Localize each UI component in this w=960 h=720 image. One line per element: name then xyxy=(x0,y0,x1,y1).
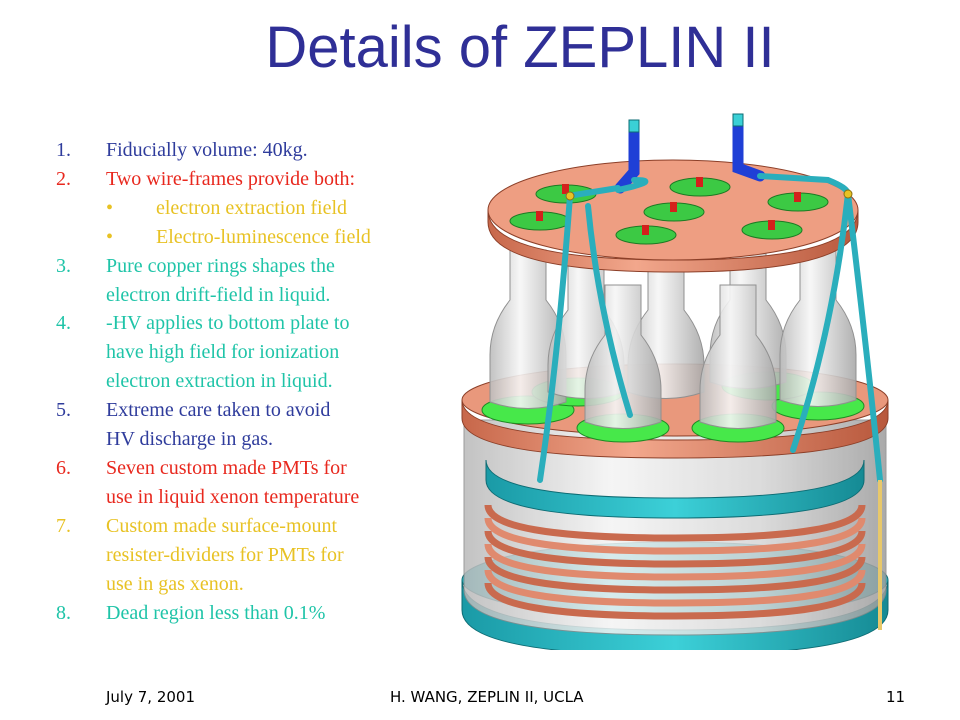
resistor-dividers xyxy=(536,177,801,235)
pmt-tubes xyxy=(489,249,857,429)
item-text: -HV applies to bottom plate to xyxy=(106,312,350,335)
item-text: use in gas xenon. xyxy=(106,572,244,595)
hv-feedthrough-pipes xyxy=(614,118,766,194)
item-number: 2. xyxy=(56,167,71,190)
item-text: electron extraction in liquid. xyxy=(106,370,333,393)
item-number: 3. xyxy=(56,254,71,277)
list-item: 6. Seven custom made PMTs for xyxy=(56,454,436,483)
item-number xyxy=(56,367,106,396)
list-item-continued: electron drift-field in liquid. xyxy=(56,281,436,310)
slide-title: Details of ZEPLIN II xyxy=(265,15,775,80)
item-text: Dead region less than 0.1% xyxy=(106,601,326,624)
footer-date: July 7, 2001 xyxy=(106,688,195,706)
list-item-continued: use in liquid xenon temperature xyxy=(56,483,436,512)
list-item: 4. -HV applies to bottom plate to xyxy=(56,309,436,338)
item-text: Two wire-frames provide both: xyxy=(106,167,356,190)
item-number xyxy=(56,338,106,367)
list-item: 2. Two wire-frames provide both: xyxy=(56,165,436,194)
list-item-continued: HV discharge in gas. xyxy=(56,425,436,454)
item-text: resister-dividers for PMTs for xyxy=(106,543,344,566)
item-number xyxy=(56,541,106,570)
list-subitem: • Electro-luminescence field xyxy=(56,223,436,252)
item-number xyxy=(56,425,106,454)
zeplin-detector-illustration xyxy=(461,113,889,650)
list-item: 8. Dead region less than 0.1% xyxy=(56,599,436,628)
list-item-continued: resister-dividers for PMTs for xyxy=(56,541,436,570)
item-text: use in liquid xenon temperature xyxy=(106,485,360,508)
item-number: 4. xyxy=(56,312,71,335)
item-text: Extreme care taken to avoid xyxy=(106,399,331,422)
item-text: HV discharge in gas. xyxy=(106,428,274,451)
item-text: Fiducially volume: 40kg. xyxy=(106,139,308,161)
list-item: 7. Custom made surface-mount xyxy=(56,512,436,541)
list-item: 5. Extreme care taken to avoid xyxy=(56,396,436,425)
item-number: 1. xyxy=(56,139,71,161)
item-number: 8. xyxy=(56,601,71,624)
list-item-continued: use in gas xenon. xyxy=(56,570,436,599)
list-item: 1. Fiducially volume: 40kg. xyxy=(56,136,436,165)
outer-vessel xyxy=(463,419,887,636)
list-item-continued: have high field for ionization xyxy=(56,338,436,367)
wire-frame-rods xyxy=(537,173,883,483)
item-number xyxy=(56,483,106,512)
bullet: • xyxy=(106,225,114,248)
footer-author: H. WANG, ZEPLIN II, UCLA xyxy=(390,688,584,706)
item-number xyxy=(56,281,106,310)
item-text: Custom made surface-mount xyxy=(106,514,338,537)
item-text: electron extraction field xyxy=(156,196,348,219)
item-number xyxy=(56,570,106,599)
feedthrough-tips xyxy=(628,113,744,133)
list-subitem: • electron extraction field xyxy=(56,194,436,223)
footer-page-number: 11 xyxy=(886,688,906,706)
item-text: have high field for ionization xyxy=(106,341,340,364)
list-item: 3. Pure copper rings shapes the xyxy=(56,252,436,281)
item-text: Seven custom made PMTs for xyxy=(106,456,347,479)
item-number: 6. xyxy=(56,456,71,479)
mid-teal-ring xyxy=(485,459,865,519)
detail-list: 1. Fiducially volume: 40kg. 2. Two wire-fr… xyxy=(56,136,436,627)
item-number: 5. xyxy=(56,399,71,422)
item-number: 7. xyxy=(56,514,71,537)
item-text: Pure copper rings shapes the xyxy=(106,254,335,277)
item-text: Electro-luminescence field xyxy=(156,225,371,248)
item-text: electron drift-field in liquid. xyxy=(106,283,331,306)
list-item-continued: electron extraction in liquid. xyxy=(56,367,436,396)
rod-joints xyxy=(565,189,853,201)
copper-field-rings xyxy=(484,504,866,620)
lower-copper-plate xyxy=(461,399,889,459)
bullet: • xyxy=(106,196,114,219)
